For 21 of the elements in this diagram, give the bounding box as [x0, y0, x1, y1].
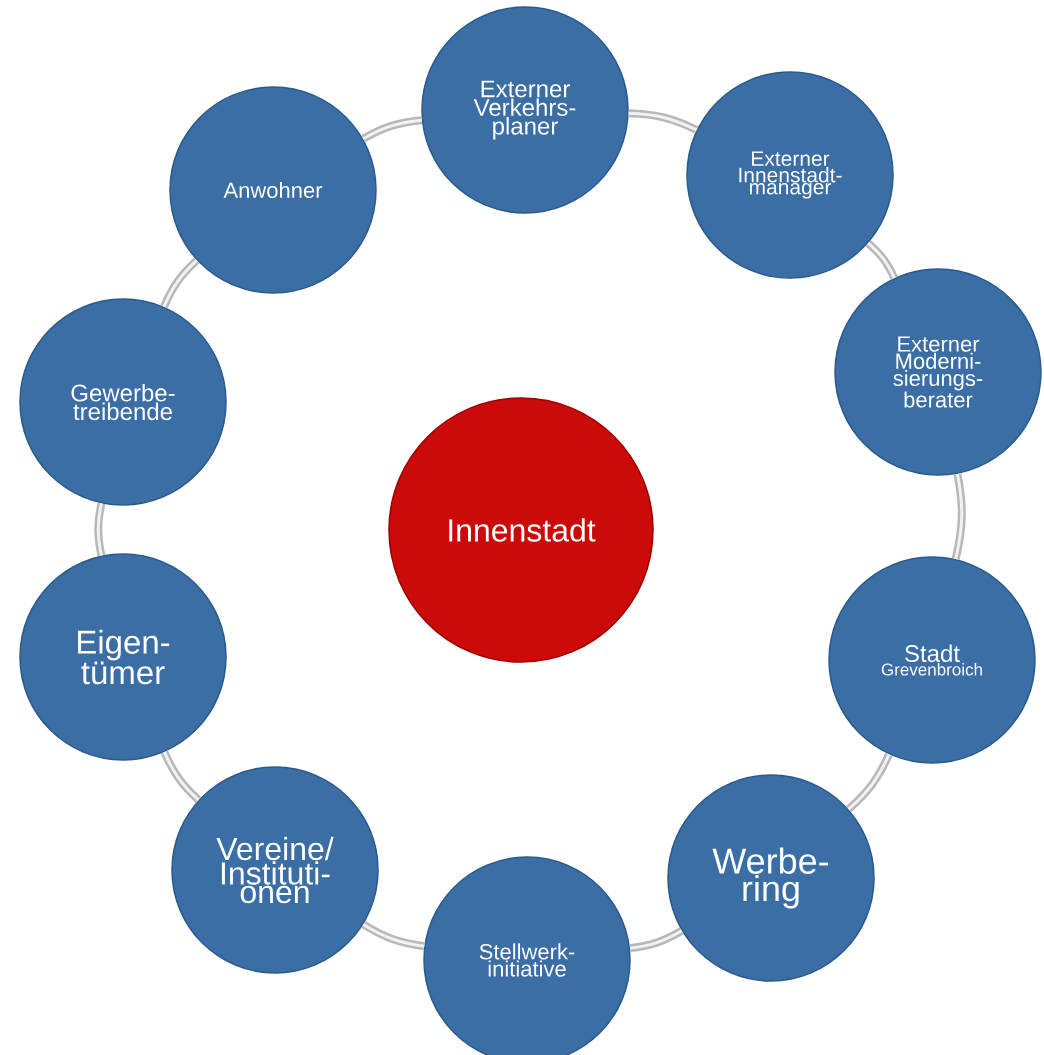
ring-connector — [628, 109, 699, 134]
circle-node: Anwohner — [169, 86, 377, 294]
ring-connector — [361, 921, 425, 951]
ring-connector — [94, 502, 106, 557]
ring-connector — [629, 927, 684, 953]
ring-connector — [361, 116, 423, 143]
ring-connector — [160, 750, 202, 803]
circle-node: Eigen- tümer — [19, 553, 227, 761]
circle-node: Werbe- ring — [667, 774, 875, 982]
circle-node: Stellwerk- initiative — [423, 856, 631, 1055]
circle-node: Gewerbe- treibende — [19, 298, 227, 506]
ring-connector — [865, 240, 898, 280]
circle-node: Innenstadt — [388, 397, 654, 663]
circle-node: Externer Verkehrs- planer — [421, 6, 629, 214]
ring-connector — [845, 752, 893, 813]
ring-connector — [951, 473, 966, 560]
circle-node: Externer Moderni- sierungs- berater — [834, 268, 1042, 476]
circle-node: Stadt Grevenbroich — [828, 556, 1036, 764]
circle-node: Externer Innenstadt- manager — [686, 71, 894, 279]
ring-connector — [160, 257, 200, 309]
circle-node: Vereine/ Instituti- onen — [171, 766, 379, 974]
